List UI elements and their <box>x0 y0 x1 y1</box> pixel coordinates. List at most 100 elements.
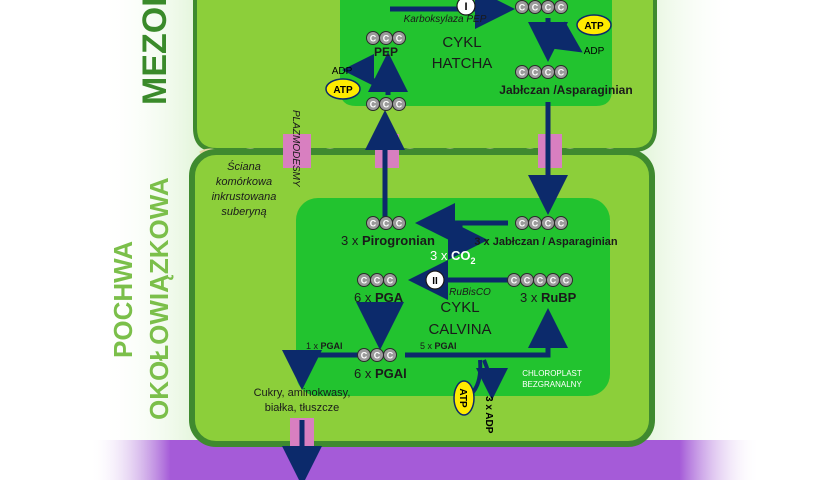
plasmodesma-1 <box>283 134 311 168</box>
bundle-sheath-label-2: OKOŁOWIĄZKOWA <box>144 177 174 420</box>
arrow-pgal-to-rubp <box>405 308 568 358</box>
atp-mesophyll-label: ATP <box>333 85 353 96</box>
carbon-atom-label: C <box>558 219 565 229</box>
carbon-atom-label: C <box>545 3 552 13</box>
chloroplast-label-2: BEZGRANALNY <box>522 380 582 389</box>
arc-atp-adp-mesophyll <box>342 54 382 91</box>
enzyme-2-label: II <box>432 276 438 287</box>
carbon-atom <box>392 97 406 111</box>
atp-top-label: ATP <box>584 21 604 32</box>
cell-wall-label: Ściana komórkowa inkrustowana suberyną <box>212 160 277 218</box>
carbon-atom-label: C <box>396 100 403 110</box>
bundle-sheath-label-1: POCHWA <box>108 241 138 358</box>
carbon-atom-label: C <box>537 276 544 286</box>
carbon-atom-label: C <box>370 34 377 44</box>
carbon-atom <box>383 348 397 362</box>
carbon-atom-label: C <box>370 100 377 110</box>
enzyme-2-badge <box>425 270 445 290</box>
calvin-cycle-label-2: CALVINA <box>428 321 491 338</box>
carbon-atom-label: C <box>370 219 377 229</box>
carbon-atom <box>383 273 397 287</box>
carbon-atom-label: C <box>519 219 526 229</box>
carbon-atom <box>554 65 568 79</box>
malate-top-label: Jabłczan /Asparaginian <box>499 83 632 97</box>
carbon-atom-label: C <box>361 276 368 286</box>
wall-line-1: Ściana <box>227 160 261 173</box>
atp-top: ATP <box>576 14 612 36</box>
carbon-atom <box>554 216 568 230</box>
atp-calvin: ATP <box>453 380 475 416</box>
malate-bottom-label: 3 x Jabłczan / Asparaginian <box>474 236 618 248</box>
carbon-atom-label: C <box>387 276 394 286</box>
carbon-atom-label: C <box>511 276 518 286</box>
carbon-atom-label: C <box>361 351 368 361</box>
carbon-atom <box>392 31 406 45</box>
plasmodesmata-label: PLAZMODESMY <box>290 110 301 188</box>
carbon-atom-label: C <box>383 34 390 44</box>
carbon-atom-label: C <box>396 34 403 44</box>
calvin-cycle-label-1: CYKL <box>440 299 479 316</box>
carbon-atom-label: C <box>383 219 390 229</box>
co2-label: 3 x CO2 <box>430 248 475 266</box>
adp-top-label: ADP <box>584 46 605 57</box>
mesophyll-label: MEZOF <box>136 0 174 105</box>
enzyme-1-label: I <box>464 1 467 13</box>
pepc-enzyme-label: Karboksylaza PEP <box>404 14 487 25</box>
products-label-1: Cukry, aminokwasy, <box>254 387 351 399</box>
carbon-atom-label: C <box>524 276 531 286</box>
pyruvate-label: 3 x Pirogronian <box>341 233 435 248</box>
carbon-atom <box>554 0 568 14</box>
adp-mesophyll-label: ADP <box>332 66 353 77</box>
pgal-label: 6 x PGAl <box>354 366 407 381</box>
carbon-atom-label: C <box>563 276 570 286</box>
atp-mesophyll: ATP <box>325 78 361 100</box>
carbon-atom-label: C <box>558 68 565 78</box>
hatch-cycle-label-2: HATCHA <box>432 55 493 72</box>
arc-atp-adp-top <box>547 21 583 53</box>
arrow-co2-release <box>448 220 488 260</box>
carbon-atom-label: C <box>383 100 390 110</box>
carbon-atom-label: C <box>396 219 403 229</box>
carbon-atom-label: C <box>374 276 381 286</box>
wall-line-4: suberyną <box>221 206 266 218</box>
atp-calvin-label: ATP <box>457 388 468 408</box>
carbon-atom <box>559 273 573 287</box>
adp-calvin-label: 3 x ADP <box>483 396 494 434</box>
enzyme-1-badge <box>456 0 476 16</box>
carbon-atom-label: C <box>519 3 526 13</box>
carbon-atom-label: C <box>532 3 539 13</box>
pgal-5-label: 5 x PGAl <box>420 341 457 351</box>
rubp-label: 3 x RuBP <box>520 290 577 305</box>
pep-label: PEP <box>374 45 398 59</box>
wall-line-2: komórkowa <box>216 176 272 188</box>
arrow-pgal-to-products <box>282 350 360 390</box>
carbon-atom-label: C <box>550 276 557 286</box>
carbon-atom <box>392 216 406 230</box>
chloroplast-label-1: CHLOROPLAST <box>522 369 582 378</box>
rubisco-label: RuBisCO <box>449 287 491 298</box>
pgal-1-label: 1 x PGAl <box>306 341 343 351</box>
carbon-atom-label: C <box>545 68 552 78</box>
wall-line-3: inkrustowana <box>212 191 277 203</box>
carbon-atom-label: C <box>532 68 539 78</box>
arc-adp-calvin <box>475 359 508 400</box>
carbon-atom-label: C <box>558 3 565 13</box>
carbon-atom-label: C <box>545 219 552 229</box>
carbon-atom-label: C <box>519 68 526 78</box>
carbon-atom-label: C <box>374 351 381 361</box>
hatch-cycle-label-1: CYKL <box>442 34 481 51</box>
pga-label: 6 x PGA <box>354 290 404 305</box>
carbon-atom-label: C <box>532 219 539 229</box>
